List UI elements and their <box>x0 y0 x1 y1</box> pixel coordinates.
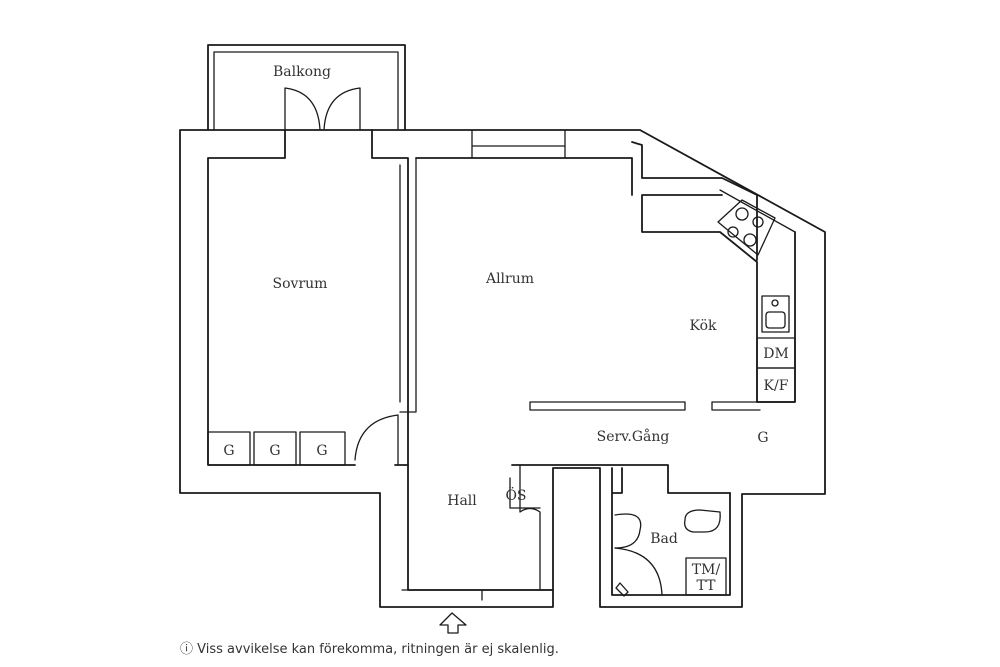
label-kitchen: Kök <box>690 318 718 334</box>
washer-dryer <box>685 557 727 596</box>
label-bathroom: Bad <box>650 531 678 547</box>
serv-wall-right <box>711 401 796 411</box>
label-dishwasher: DM <box>763 346 789 362</box>
shower-door <box>614 547 663 596</box>
entry-door <box>401 589 554 601</box>
label-closet: G <box>316 443 327 459</box>
kitchen-wall <box>415 141 796 403</box>
balcony <box>207 44 406 131</box>
label-hall: Hall <box>447 493 477 509</box>
label-bedroom: Sovrum <box>273 276 328 292</box>
hall-wall <box>407 464 731 591</box>
label-closet: G <box>223 443 234 459</box>
outer-wall <box>179 129 826 608</box>
washbasin-icon <box>614 513 642 549</box>
label-washer: TM/ <box>692 562 721 578</box>
label-fridge: K/F <box>764 378 789 394</box>
bedroom-wall <box>207 129 409 466</box>
info-circle-icon: ⓘ <box>180 642 194 657</box>
counter-edge <box>719 189 796 233</box>
balcony-door <box>284 87 361 131</box>
label-balcony: Balkong <box>273 64 331 80</box>
serv-wall <box>529 401 686 411</box>
stove-icon <box>717 199 776 256</box>
label-closet: G <box>269 443 280 459</box>
bedroom-door <box>354 414 399 466</box>
label-coat-closet: ÖS <box>505 486 526 504</box>
bath-wall <box>611 467 731 596</box>
disclaimer-text: Viss avvikelse kan förekomma, ritningen … <box>197 642 559 657</box>
label-closet: G <box>757 430 768 446</box>
shower-head-icon <box>615 582 629 597</box>
sink-icon <box>761 295 790 333</box>
window <box>471 129 566 159</box>
label-service-hall: Serv.Gång <box>597 428 670 445</box>
entrance-arrow-icon <box>439 612 467 634</box>
label-living: Allrum <box>485 271 534 287</box>
label-dryer: TT <box>697 578 717 594</box>
disclaimer-note: ⓘ Viss avvikelse kan förekomma, ritninge… <box>180 638 559 657</box>
closets <box>207 431 346 466</box>
coat-closet <box>509 464 541 591</box>
toilet-icon <box>684 509 721 533</box>
partition-wall <box>399 157 417 413</box>
